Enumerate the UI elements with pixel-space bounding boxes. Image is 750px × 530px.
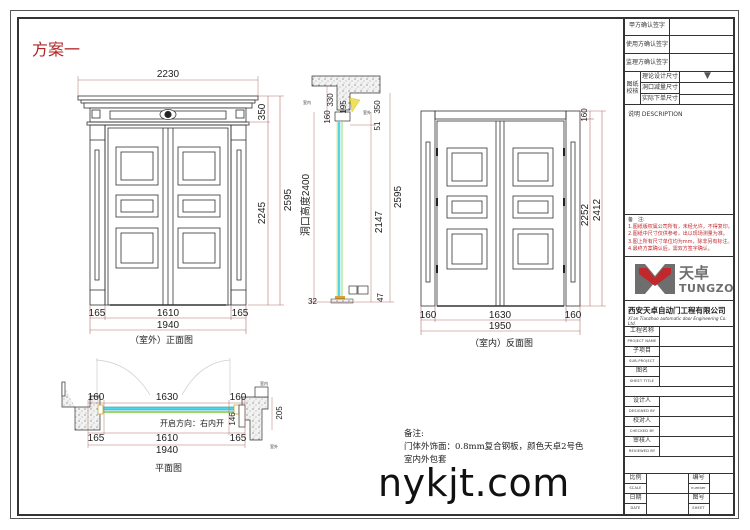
back-elevation	[420, 110, 581, 307]
info-row-sheet-title: 图名 SHEET TITLE	[625, 367, 735, 387]
back-dim-left-jamb: 160	[420, 310, 437, 321]
back-dim-opening: 1630	[489, 310, 512, 321]
info-spacer	[625, 387, 735, 397]
remarks-block: 备 注: 1.图纸版权属公司所有，未经允许，不得复印。 2.图纸中尺寸仅供参考，…	[625, 215, 735, 257]
front-dim-width-top: 2230	[157, 69, 180, 80]
section-dim-opening-height: 洞口高度2400	[299, 173, 312, 236]
plan-label-interior: 室内	[260, 380, 268, 386]
back-elevation-caption: （室内）反面图	[470, 339, 534, 349]
vertical-section	[310, 75, 394, 304]
footer-row-scale: 比例 SCALE 编号 number	[625, 474, 735, 494]
back-dim-top-160: 160	[580, 108, 589, 122]
notes-line-2: 室内外包套	[404, 455, 447, 465]
info-spacer-2	[625, 457, 735, 474]
brand-cn: 天卓	[679, 264, 710, 282]
info-row-checker: 校对人 CHECKED BY	[625, 417, 735, 437]
plan-dim-top-right: 160	[230, 392, 247, 403]
plan-dim-bottom-right: 165	[230, 433, 247, 444]
notes: 备注: 门体外饰面：0.8mm复合钢板，颜色天卓2号色 室内外包套	[404, 428, 584, 467]
brand-en: TUNGZO	[679, 282, 734, 295]
front-dim-door-height: 2245	[257, 201, 268, 224]
footer-row-date: 日期 DATE 图号 SHEET	[625, 494, 735, 514]
notes-line-1: 门体外饰面：0.8mm复合钢板，颜色天卓2号色	[404, 442, 584, 452]
plan-dim-146: 146	[228, 412, 237, 426]
section-dim-32: 32	[308, 297, 317, 306]
section-label-exterior: 室外	[363, 109, 371, 115]
front-elevation-caption: （室外）正面图	[130, 336, 194, 346]
section-dim-330: 330	[326, 93, 335, 107]
front-dim-left-jamb: 165	[89, 308, 106, 319]
watermark: nykjt.com	[378, 461, 570, 505]
back-dim-right-jamb: 160	[565, 310, 582, 321]
section-dim-51: 51	[373, 121, 382, 130]
plan-dim-top-mid: 1630	[156, 392, 179, 403]
section-dim-195: 195	[339, 100, 348, 114]
logo-block: 天卓 TUNGZO	[625, 257, 735, 301]
info-row-designer: 设计人 DESIGNED BY	[625, 397, 735, 417]
back-dim-door-height: 2252	[580, 203, 591, 226]
plan-dim-top-left: 160	[88, 392, 105, 403]
plan-opening-direction: 开启方向：右内开	[160, 418, 224, 428]
drawing-inner-border	[17, 17, 735, 516]
plan-dim-205: 205	[275, 406, 284, 420]
section-label-interior: 室内	[303, 99, 311, 105]
drawing-outer-border	[10, 10, 739, 519]
section-dim-160: 160	[323, 110, 332, 124]
scheme-title: 方案一	[32, 40, 81, 59]
notes-heading: 备注:	[404, 429, 424, 439]
drawing-check-block: 图纸 校核 理论设计尺寸 洞口减量尺寸 实际下单尺寸 ▼	[625, 71, 735, 105]
section-dim-350: 350	[373, 100, 382, 114]
front-elevation	[77, 76, 259, 306]
tungzo-logo-icon	[635, 264, 675, 294]
front-dim-right-jamb: 165	[232, 308, 249, 319]
back-dim-overall-width: 1950	[489, 321, 512, 332]
front-dim-opening: 1610	[157, 308, 180, 319]
front-dim-total-height: 2595	[283, 188, 294, 211]
plan-dim-bottom-mid: 1610	[156, 433, 179, 444]
sign-row-client: 甲方确认签字	[625, 17, 735, 36]
section-dim-2595: 2595	[393, 185, 404, 208]
back-dim-total-height: 2412	[592, 198, 603, 221]
section-dim-47: 47	[376, 293, 385, 302]
sign-row-user: 使用方确认签字	[625, 36, 735, 54]
sign-row-supervisor: 监理方确认签字	[625, 54, 735, 72]
plan-view-caption: 平面图	[155, 464, 183, 474]
title-block: 甲方确认签字 使用方确认签字 监理方确认签字 图纸 校核 理论设计尺寸 洞口减量…	[623, 17, 735, 516]
plan-view	[61, 358, 273, 448]
info-row-reviewer: 审核人 REVIEWED BY	[625, 437, 735, 457]
plan-dim-overall: 1940	[156, 445, 179, 456]
company-block: 西安天卓自动门工程有限公司 Xi'an Tianzhuo automatic d…	[625, 301, 735, 327]
front-dim-overall-width: 1940	[157, 320, 180, 331]
section-dim-2147: 2147	[374, 210, 385, 233]
info-row-subproject: 子项目 SUB-PROJECT	[625, 347, 735, 367]
info-row-project: 工程名称 PROJECT NAME	[625, 327, 735, 347]
plan-dim-bottom-left: 165	[88, 433, 105, 444]
plan-label-exterior: 室外	[270, 443, 278, 449]
front-dim-canopy: 350	[257, 103, 268, 120]
description-block: 说明 DESCRIPTION	[625, 105, 735, 215]
dropdown-marker-icon[interactable]: ▼	[680, 71, 735, 83]
